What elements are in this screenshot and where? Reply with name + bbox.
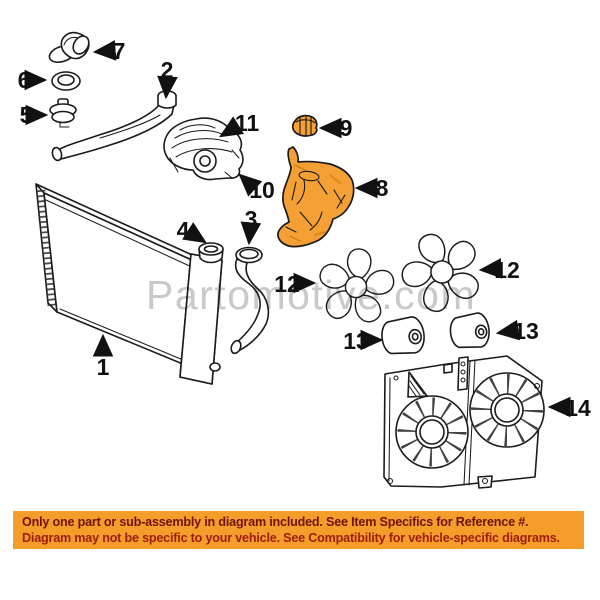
upper-hose-drawing <box>51 90 177 162</box>
callout-9: 9 <box>340 115 353 141</box>
fan-shroud-drawing <box>383 355 545 489</box>
fan-blade-left-drawing <box>319 248 395 323</box>
callout-4-arrow <box>181 222 207 244</box>
callout-12-left: 12 <box>274 271 300 297</box>
callout-11-arrow <box>219 116 245 138</box>
callout-10: 10 <box>249 177 275 203</box>
callout-12-right-arrow <box>478 258 503 279</box>
fan-motor-right-drawing <box>449 312 490 349</box>
disclaimer-banner: Only one part or sub-assembly in diagram… <box>13 511 584 549</box>
fan-blade-right-drawing <box>401 233 479 312</box>
callout-13-left: 13 <box>343 328 369 354</box>
callout-numbers: 1 2 3 4 5 6 7 8 9 10 11 12 12 13 13 14 <box>18 38 591 421</box>
reservoir-cap-drawing <box>291 114 318 137</box>
callout-arrows <box>24 40 571 418</box>
water-outlet-drawing <box>48 31 90 63</box>
callout-7-arrow <box>92 40 117 61</box>
callout-3-arrow <box>240 221 262 246</box>
lower-hose-drawing <box>230 246 270 355</box>
callout-12-right: 12 <box>494 257 520 283</box>
watermark: Partomotive.com <box>146 272 477 318</box>
fan-motor-left-drawing <box>381 316 425 355</box>
callout-5: 5 <box>20 102 33 128</box>
thermostat-drawing <box>49 98 77 128</box>
callout-10-arrow <box>238 173 263 197</box>
callout-6: 6 <box>18 67 31 93</box>
callout-13-right: 13 <box>513 318 539 344</box>
callout-13-right-arrow <box>495 319 520 341</box>
coolant-reservoir-drawing <box>277 146 355 248</box>
radiator-drawing <box>35 183 224 385</box>
disclaimer-line-2: Diagram may not be specific to your vehi… <box>22 531 560 545</box>
water-pump-drawing <box>163 117 244 181</box>
callout-7: 7 <box>113 38 126 64</box>
seal-ring-drawing <box>51 71 81 91</box>
callout-2-arrow <box>157 75 178 100</box>
callout-1: 1 <box>97 354 110 380</box>
callout-2: 2 <box>161 57 174 83</box>
callout-14: 14 <box>565 395 591 421</box>
callout-4: 4 <box>177 217 190 243</box>
callout-11: 11 <box>235 110 260 136</box>
radiator-filler-neck-drawing <box>198 242 224 264</box>
callout-8: 8 <box>376 175 389 201</box>
disclaimer-line-1: Only one part or sub-assembly in diagram… <box>22 515 529 529</box>
callout-3: 3 <box>245 206 258 232</box>
